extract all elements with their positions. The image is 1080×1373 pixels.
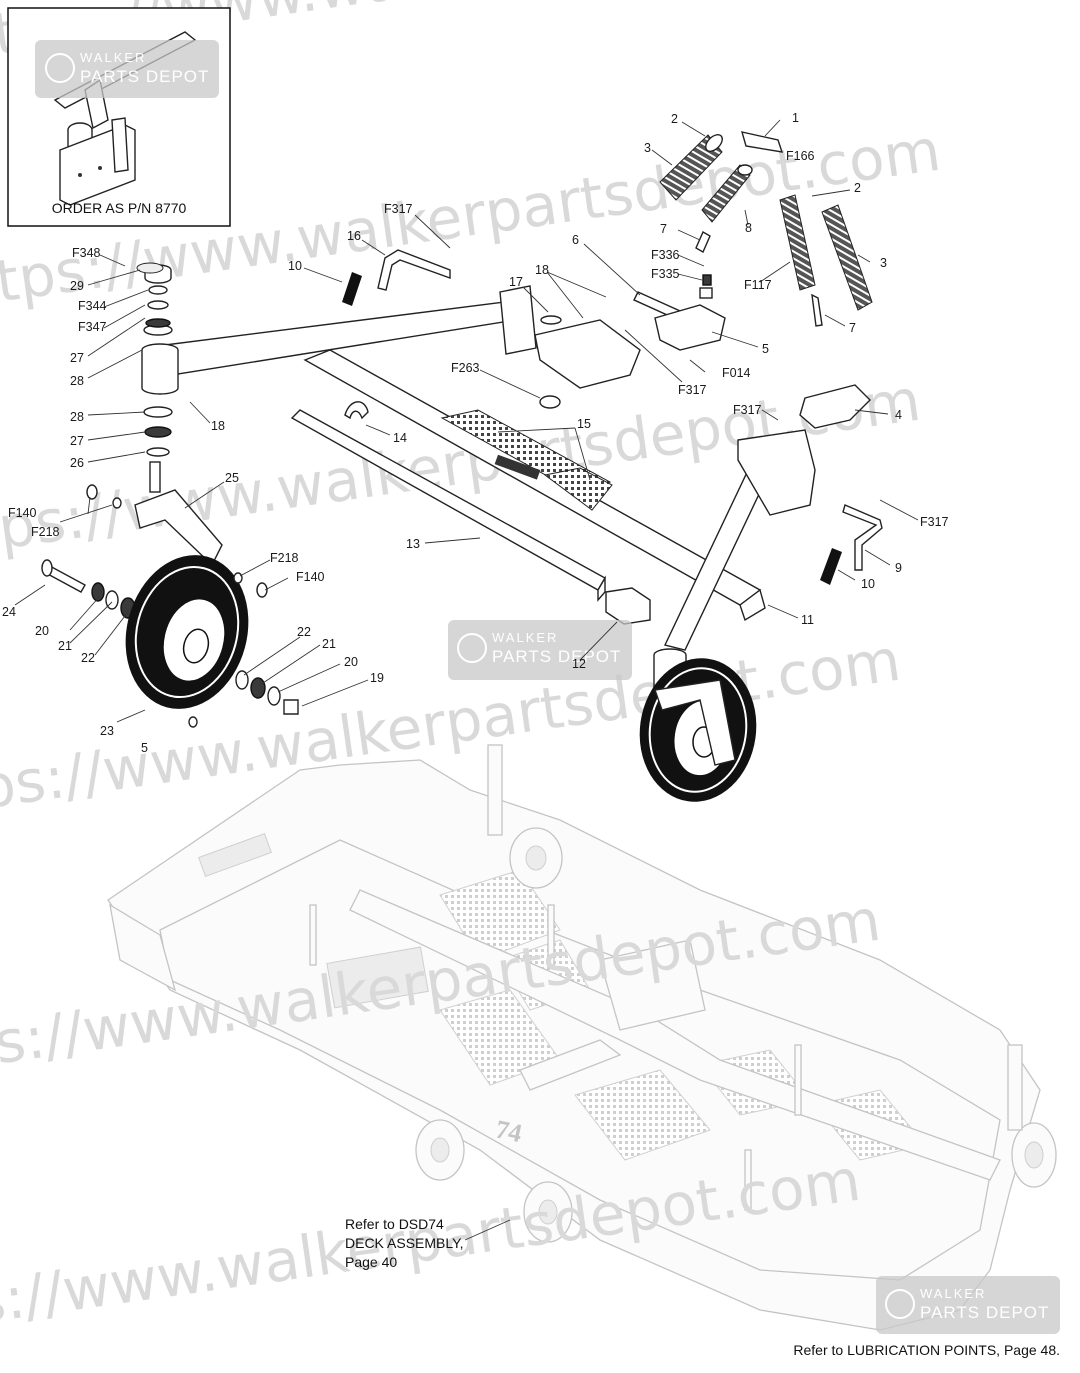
callout-27: 27 bbox=[70, 434, 84, 448]
wheel-right bbox=[639, 658, 757, 802]
callout-16: 16 bbox=[347, 229, 361, 243]
callout-3: 3 bbox=[880, 256, 887, 270]
callout-F348: F348 bbox=[72, 246, 101, 260]
callout-F317: F317 bbox=[384, 202, 413, 216]
callout-F317: F317 bbox=[678, 383, 707, 397]
callout-9: 9 bbox=[895, 561, 902, 575]
callout-19: 19 bbox=[370, 671, 384, 685]
callout-20: 20 bbox=[35, 624, 49, 638]
callout-labels: 1 2 2 3 3 4 5 5 6 7 7 8 9 10 10 11 12 13… bbox=[2, 111, 949, 755]
callout-14: 14 bbox=[393, 431, 407, 445]
badge-line2: PARTS DEPOT bbox=[492, 647, 621, 666]
callout-F140: F140 bbox=[296, 570, 325, 584]
callout-F140: F140 bbox=[8, 506, 37, 520]
deck-reference-line: DECK ASSEMBLY, bbox=[345, 1235, 464, 1251]
callout-F117: F117 bbox=[744, 278, 772, 292]
callout-12: 12 bbox=[572, 657, 586, 671]
callout-18: 18 bbox=[535, 263, 549, 277]
deck-model-mark: 74 bbox=[493, 1114, 524, 1148]
callout-28: 28 bbox=[70, 410, 84, 424]
callout-24: 24 bbox=[2, 605, 16, 619]
callout-26: 26 bbox=[70, 456, 84, 470]
callout-27: 27 bbox=[70, 351, 84, 365]
spring-assembly bbox=[86, 131, 883, 728]
frame-assembly bbox=[41, 264, 871, 697]
lubrication-reference-note: Refer to LUBRICATION POINTS, Page 48. bbox=[793, 1342, 1060, 1358]
callout-22: 22 bbox=[81, 651, 95, 665]
callout-6: 6 bbox=[572, 233, 579, 247]
deck-assembly-ghost: 74 bbox=[107, 744, 1057, 1331]
callout-2: 2 bbox=[671, 112, 678, 126]
callout-7: 7 bbox=[660, 222, 667, 236]
callout-F347: F347 bbox=[78, 320, 107, 334]
badge-line1: WALKER bbox=[492, 630, 558, 645]
leader-lines bbox=[14, 119, 919, 1241]
callout-5: 5 bbox=[141, 741, 148, 755]
callout-29: 29 bbox=[70, 279, 84, 293]
callout-22: 22 bbox=[297, 625, 311, 639]
callout-25: 25 bbox=[225, 471, 239, 485]
callout-21: 21 bbox=[322, 637, 336, 651]
callout-15: 15 bbox=[577, 417, 591, 431]
badge-line2: PARTS DEPOT bbox=[80, 67, 209, 86]
callout-F317: F317 bbox=[920, 515, 949, 529]
deck-reference-note: Refer to DSD74 DECK ASSEMBLY, Page 40 bbox=[345, 1215, 464, 1272]
badge-line1: WALKER bbox=[920, 1286, 986, 1301]
callout-8: 8 bbox=[745, 221, 752, 235]
callout-17: 17 bbox=[509, 275, 523, 289]
callout-F335: F335 bbox=[651, 267, 680, 281]
callout-5: 5 bbox=[762, 342, 769, 356]
inset-caption: ORDER AS P/N 8770 bbox=[51, 200, 187, 216]
callout-20: 20 bbox=[344, 655, 358, 669]
callout-21: 21 bbox=[58, 639, 72, 653]
callout-23: 23 bbox=[100, 724, 114, 738]
callout-F317: F317 bbox=[733, 403, 762, 417]
callout-F336: F336 bbox=[651, 248, 680, 262]
watermark-badge: WALKER PARTS DEPOT bbox=[448, 620, 632, 680]
watermark-badge: WALKER PARTS DEPOT bbox=[35, 40, 219, 98]
callout-F014: F014 bbox=[722, 366, 751, 380]
callout-10: 10 bbox=[288, 259, 302, 273]
badge-line2: PARTS DEPOT bbox=[920, 1303, 1049, 1322]
callout-F218: F218 bbox=[31, 525, 60, 539]
callout-13: 13 bbox=[406, 537, 420, 551]
callout-11: 11 bbox=[801, 613, 814, 627]
callout-28: 28 bbox=[70, 374, 84, 388]
callout-4: 4 bbox=[895, 408, 902, 422]
callout-2: 2 bbox=[854, 181, 861, 195]
deck-reference-line: Page 40 bbox=[345, 1254, 398, 1270]
wheel-left bbox=[125, 555, 299, 715]
callout-7: 7 bbox=[849, 321, 856, 335]
callout-10: 10 bbox=[861, 577, 875, 591]
callout-F166: F166 bbox=[786, 149, 815, 163]
callout-F344: F344 bbox=[78, 299, 107, 313]
watermark-badge: WALKER PARTS DEPOT bbox=[876, 1276, 1060, 1334]
callout-3: 3 bbox=[644, 141, 651, 155]
deck-reference-line: Refer to DSD74 bbox=[345, 1216, 444, 1232]
callout-F218: F218 bbox=[270, 551, 299, 565]
callout-18: 18 bbox=[211, 419, 225, 433]
callout-F263: F263 bbox=[451, 361, 480, 375]
badge-line1: WALKER bbox=[80, 50, 146, 65]
callout-1: 1 bbox=[792, 111, 799, 125]
